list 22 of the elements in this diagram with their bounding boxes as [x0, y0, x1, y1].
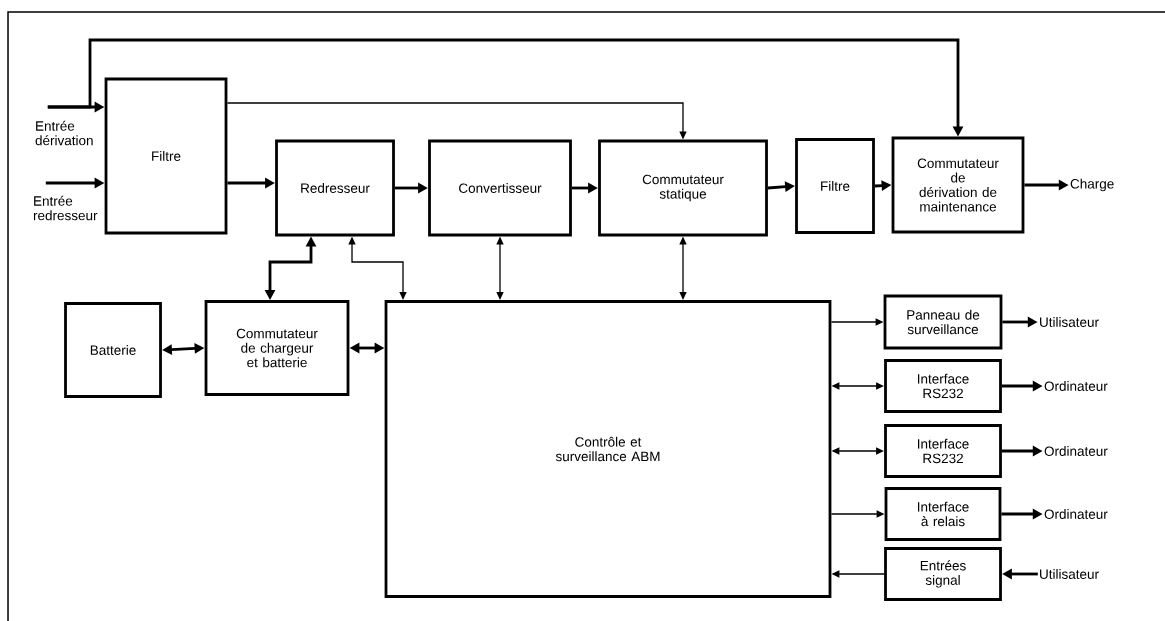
process-box: Redresseur: [275, 139, 395, 237]
process-box: Interface RS232: [884, 359, 1002, 413]
process-box: Interface RS232: [884, 424, 1002, 478]
process-box: Panneau de surveillance: [883, 294, 1003, 350]
terminal-label: Ordinateur: [1044, 381, 1108, 391]
process-box: Commutateur de chargeur et batterie: [204, 300, 350, 396]
process-box: Batterie: [64, 302, 162, 398]
terminal-label: Ordinateur: [1044, 446, 1108, 456]
terminal-label: Utilisateur: [1040, 317, 1099, 327]
process-box: Entrées signal: [884, 547, 1002, 601]
terminal-label: Utilisateur: [1040, 569, 1099, 579]
terminal-label: Charge: [1070, 178, 1114, 192]
terminal-label: Entrée dérivation: [35, 120, 93, 146]
process-box: Filtre: [795, 138, 875, 234]
process-box: Filtre: [104, 77, 228, 235]
process-box: Commutateur de dérivation de maintenance: [891, 136, 1025, 234]
terminal-label: Ordinateur: [1044, 509, 1108, 519]
process-box: Convertisseur: [428, 139, 572, 237]
terminal-label: Entrée redresseur: [33, 195, 98, 221]
process-box: Commutateur statique: [598, 139, 768, 237]
process-box: Contrôle et surveillance ABM: [384, 300, 832, 598]
process-box: Interface à relais: [884, 487, 1002, 541]
